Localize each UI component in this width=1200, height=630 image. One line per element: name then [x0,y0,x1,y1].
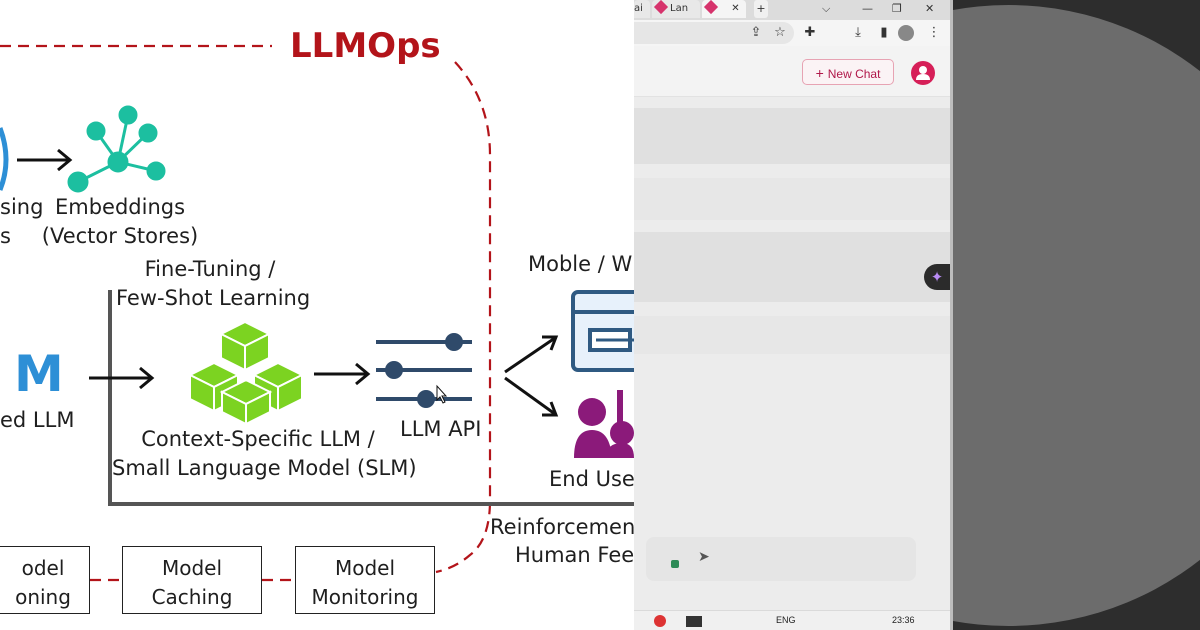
mobile-web-label: Moble / W [528,252,633,276]
llmops-title: LLMOps [290,26,441,66]
chat-list-item[interactable] [634,178,950,220]
fine-tuning-bracket [108,290,634,506]
message-composer[interactable]: ➤ [646,537,916,581]
base-llm-label: ed LLM [0,408,75,432]
share-icon[interactable]: ⇪ [750,25,762,40]
taskbar-app-icon[interactable] [654,615,666,627]
model-monitoring-line2: Monitoring [311,585,419,609]
user-avatar-icon[interactable] [911,61,935,85]
diagram-graphics [0,44,634,582]
chat-list-item[interactable] [634,232,950,302]
new-chat-button[interactable]: +New Chat [802,59,894,85]
input-language[interactable]: ENG [776,615,796,625]
model-monitoring-box: Model Monitoring [295,546,435,614]
reinforcement-label-line2: Human Feed [515,543,634,567]
chat-app-header: +New Chat [634,46,950,97]
browser-window: ai Lan ✕ + ⌵ — ❐ ✕ ⇪ ☆ ✚ ⤓ ▮ ⋮ +New Chat [634,0,950,630]
arrow-to-context-llm [89,366,155,390]
taskbar-terminal-icon[interactable] [686,616,702,627]
reinforcement-label-line1: Reinforcemen [490,515,634,539]
webcam-overlay [950,0,1200,630]
address-bar: ⇪ ☆ ✚ ⤓ ▮ ⋮ [634,20,950,46]
model-monitoring-line1: Model [334,556,396,580]
arrow-to-embeddings [17,148,73,172]
embeddings-network-icon [67,105,166,193]
chat-list-item[interactable] [634,316,950,354]
model-versioning-line2: oning [15,585,71,609]
new-tab-button[interactable]: + [754,0,768,18]
bookmark-star-icon[interactable]: ☆ [774,25,786,40]
status-indicator [671,560,679,568]
context-llm-label-line1: Context-Specific LLM / [141,427,375,451]
download-icon[interactable]: ⤓ [855,25,861,40]
base-llm-icon: M [14,345,64,403]
os-taskbar: ENG 23:36 [634,610,950,630]
extensions-icon[interactable]: ✚ [804,25,816,40]
end-users-label: End Use [549,467,634,491]
profile-avatar[interactable] [898,25,914,41]
model-caching-box: Model Caching [122,546,262,614]
sidepanel-icon[interactable]: ▮ [880,25,888,40]
tab-close-icon[interactable]: ✕ [731,3,740,14]
processing-label-line1: sing [0,195,44,219]
arrow-to-llm-api [314,362,371,386]
embeddings-label-line1: Embeddings [54,195,186,219]
clock-time[interactable]: 23:36 [892,615,915,625]
chat-list-item[interactable] [634,108,950,164]
tab-strip: ai Lan ✕ + ⌵ — ❐ ✕ [634,0,950,20]
fork-arrows [504,335,559,417]
model-caching-line2: Caching [151,585,233,609]
send-icon[interactable]: ➤ [698,549,710,565]
tab-2-favicon-icon [653,0,669,15]
end-users-icon [574,390,634,458]
ai-sparkle-icon[interactable]: ✦ [924,264,950,290]
llmops-diagram: LLMOps sing s Embeddings (Vector Stores)… [0,26,634,614]
processing-label-line2: s [0,224,11,248]
close-window-icon[interactable]: ✕ [925,2,935,15]
plus-icon: + [815,65,824,81]
webcam-circle [953,5,1200,626]
model-caching-line1: Model [161,556,223,580]
url-field[interactable] [634,22,794,44]
fine-tuning-label-line2: Few-Shot Learning [116,286,311,310]
model-versioning-box: odel oning [0,546,90,614]
new-chat-label: New Chat [827,67,881,81]
model-versioning-line1: odel [21,556,65,580]
tab-2-label: Lan [670,3,689,14]
tab-1[interactable]: ai [634,0,650,18]
fine-tuning-label-line1: Fine-Tuning / [144,257,276,281]
user-silhouette-icon [916,66,930,80]
llm-api-label: LLM API [400,417,482,441]
llmops-boundary-right [435,61,492,574]
tab-2[interactable]: Lan [652,0,700,18]
minimize-icon[interactable]: — [862,2,873,15]
context-llm-label-line2: Small Language Model (SLM) [112,456,417,480]
llm-api-sliders-icon [376,333,472,408]
menu-kebab-icon[interactable]: ⋮ [927,25,941,40]
tab-1-label: ai [634,3,643,14]
tab-search-chevron-icon[interactable]: ⌵ [822,2,831,15]
context-llm-cubes-icon [187,320,305,426]
tab-3-favicon-icon [703,0,719,15]
web-app-window-icon [571,290,634,372]
processing-icon [0,127,9,191]
mouse-cursor-icon [436,384,448,404]
tab-3-active[interactable]: ✕ [702,0,746,18]
restore-icon[interactable]: ❐ [892,2,902,15]
embeddings-label-line2: (Vector Stores) [41,224,199,248]
